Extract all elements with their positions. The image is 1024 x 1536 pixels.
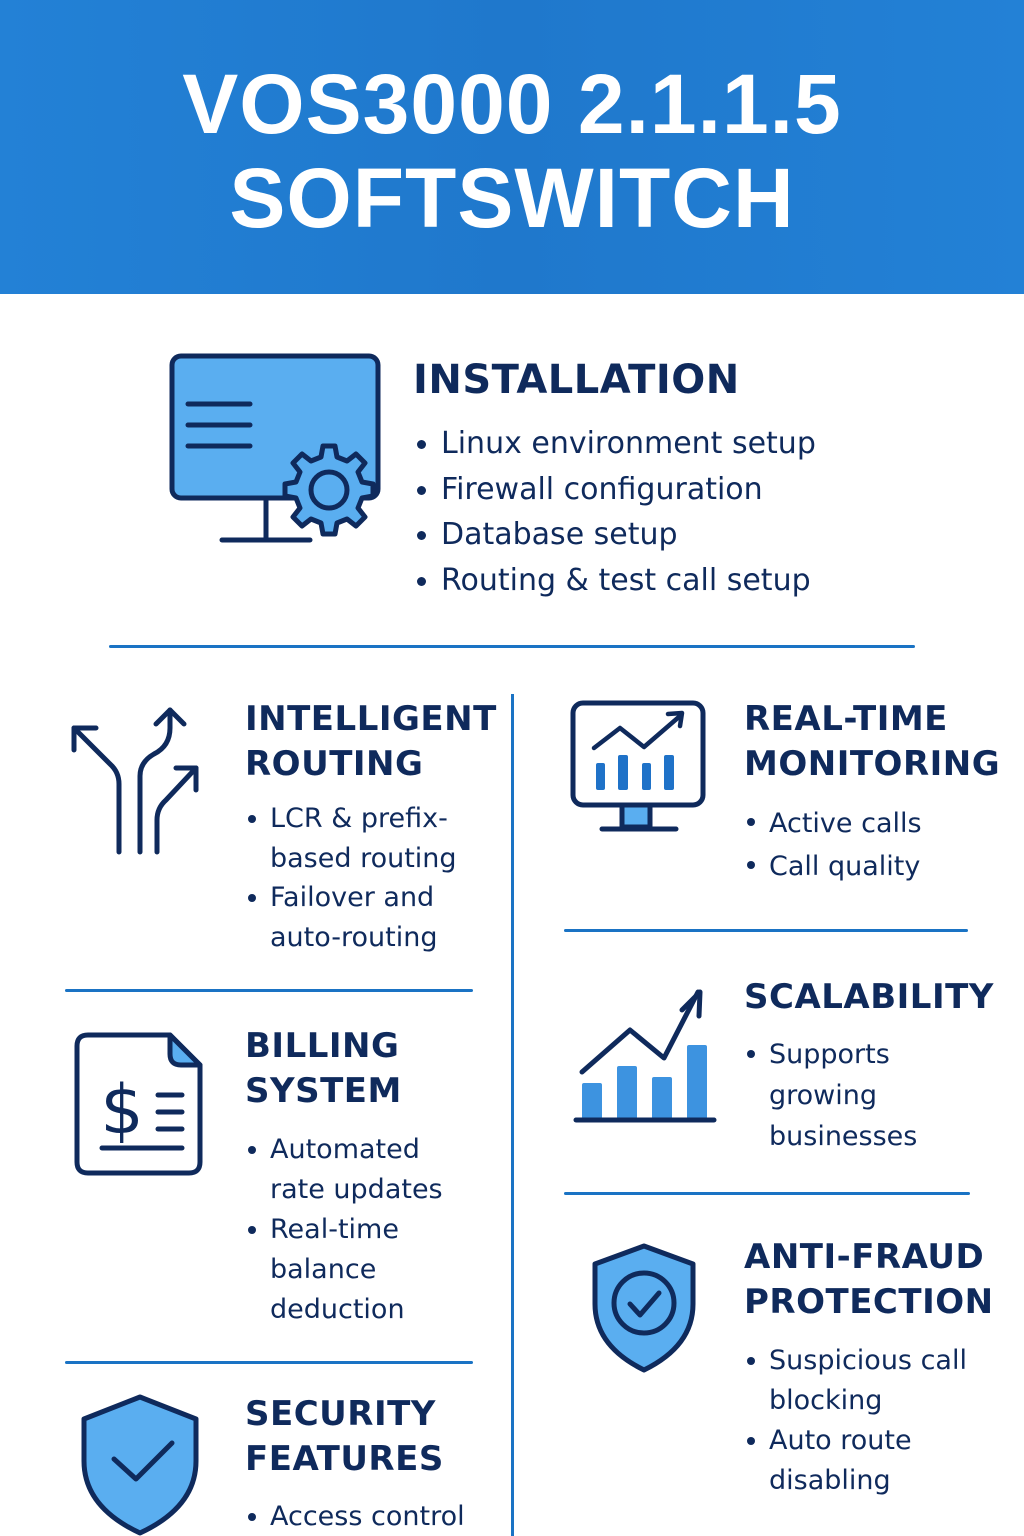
list-item: Linux environment setup bbox=[415, 421, 816, 467]
svg-text:$: $ bbox=[100, 1071, 143, 1150]
shield-check-icon bbox=[78, 1393, 202, 1536]
antifraud-title: ANTI-FRAUD PROTECTION bbox=[744, 1237, 994, 1322]
antifraud-list: Suspicious call blocking Auto route disa… bbox=[745, 1341, 967, 1501]
monitor-chart-icon bbox=[570, 700, 706, 834]
billing-list: Automated rate updates Real-time balance… bbox=[246, 1130, 443, 1330]
security-title: SECURITY FEATURES bbox=[245, 1394, 444, 1479]
list-item: Automated rate updates bbox=[246, 1130, 443, 1210]
list-item: Routing & test call setup bbox=[415, 558, 816, 604]
list-item: Supports growing businesses bbox=[745, 1034, 917, 1157]
divider-installation bbox=[109, 645, 915, 648]
list-item: Access control bbox=[246, 1497, 465, 1536]
page-title-line-2: SOFTSWITCH bbox=[229, 151, 795, 245]
page-title-line-1: VOS3000 2.1.1.5 bbox=[182, 57, 842, 151]
list-item: Auto route disabling bbox=[745, 1421, 967, 1501]
list-item: Database setup bbox=[415, 512, 816, 558]
scalability-title: SCALABILITY bbox=[744, 977, 994, 1017]
list-item: Firewall configuration bbox=[415, 467, 816, 513]
divider-scalability bbox=[564, 1192, 970, 1195]
monitoring-title: REAL-TIME MONITORING bbox=[744, 699, 1001, 784]
invoice-dollar-icon: $ bbox=[74, 1032, 206, 1178]
list-item: LCR & prefix- based routing bbox=[246, 799, 457, 878]
list-item: Failover and auto-routing bbox=[246, 878, 457, 957]
security-list: Access control bbox=[246, 1497, 465, 1536]
installation-list: Linux environment setup Firewall configu… bbox=[415, 421, 816, 603]
billing-title: BILLING SYSTEM bbox=[245, 1026, 402, 1111]
routing-list: LCR & prefix- based routing Failover and… bbox=[246, 799, 457, 957]
shield-check-circle-icon bbox=[589, 1242, 699, 1374]
list-item: Call quality bbox=[745, 845, 922, 888]
routing-title: INTELLIGENT ROUTING bbox=[245, 699, 497, 784]
scalability-list: Supports growing businesses bbox=[745, 1034, 917, 1157]
divider-monitoring bbox=[564, 929, 968, 932]
list-item: Suspicious call blocking bbox=[745, 1341, 967, 1421]
list-item: Active calls bbox=[745, 802, 922, 845]
monitor-gear-icon bbox=[168, 352, 384, 548]
list-item: Real-time balance deduction bbox=[246, 1210, 443, 1330]
column-divider bbox=[511, 694, 514, 1536]
monitoring-list: Active calls Call quality bbox=[745, 802, 922, 888]
installation-title: INSTALLATION bbox=[413, 357, 740, 403]
divider-routing bbox=[65, 989, 473, 992]
header-banner: VOS3000 2.1.1.5 SOFTSWITCH bbox=[0, 0, 1024, 294]
split-arrows-icon bbox=[66, 704, 206, 860]
growth-chart-icon bbox=[573, 984, 720, 1124]
divider-billing bbox=[65, 1361, 473, 1364]
